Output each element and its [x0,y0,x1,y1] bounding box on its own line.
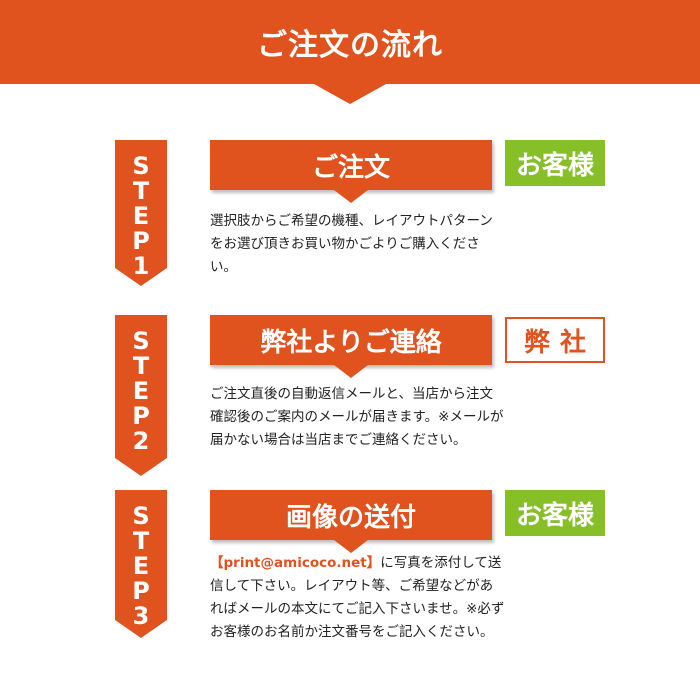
header-notch [314,84,386,104]
step-arrow [115,315,167,458]
step-description: ご注文直後の自動返信メールと、当店から注文確認後のご案内のメールが届きます。※メ… [210,386,504,448]
role-badge-customer: お客様 [505,490,605,536]
step-title: ご注文 [311,152,390,183]
header-bar [0,0,700,84]
step-title-bar: ご注文 [210,140,492,190]
role-badge-company: 弊社 [505,317,605,363]
step-arrow [115,140,167,268]
page-title: ご注文の流れ [257,28,443,63]
step-arrow [115,490,167,620]
step-description: 【print@amicoco.net】に写真を添付して送信して下さい。レイアウト… [210,552,505,644]
step-arrow-tip [115,268,167,286]
role-badge-customer: お客様 [505,140,605,186]
step-arrow-tip [115,458,167,476]
step-title: 画像の送付 [285,502,416,533]
step-title: 弊社よりご連絡 [260,327,442,358]
step-title-notch [334,365,368,378]
step-title-notch [334,190,368,203]
step-title-notch [334,540,368,553]
step-title-bar: 画像の送付 [210,490,492,540]
step-description-text: に写真を添付して送信して下さい。レイアウト等、ご希望などがあればメールの本文にて… [210,555,505,640]
email-address: 【print@amicoco.net】 [210,555,381,571]
step-title-bar: 弊社よりご連絡 [210,315,492,365]
step-arrow-tip [115,620,167,638]
step-description: 選択肢からご希望の機種、レイアウトパターンをお選び頂きお買い物かごよりご購入くだ… [210,213,493,275]
